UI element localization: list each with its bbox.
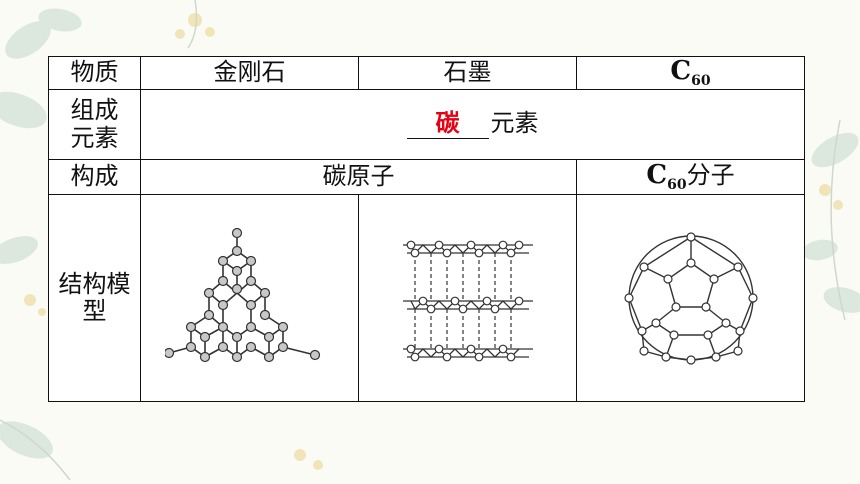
structure-c60-subscript: 60 <box>667 177 687 194</box>
graphite-model-cell <box>358 194 577 403</box>
model-label: 结构模 型 <box>48 194 141 403</box>
structure-row: 构成 碳原子 C60分子 <box>48 159 805 196</box>
graphite-header: 石墨 <box>358 55 577 91</box>
structure-c60-suffix: 分子 <box>686 161 735 190</box>
model-row: 结构模 型 <box>48 194 805 403</box>
c60-structure-model <box>623 232 758 365</box>
header-label: 物质 <box>48 55 141 91</box>
model-label-line1: 结构模 <box>58 269 131 298</box>
c60-model-cell <box>576 194 805 403</box>
composition-answer-blank: 碳 <box>406 110 489 140</box>
diamond-model-cell <box>140 194 359 403</box>
composition-suffix: 元素 <box>490 109 539 138</box>
composition-label-line2: 元素 <box>70 123 119 152</box>
c60-header: C60 <box>576 55 805 91</box>
diamond-header: 金刚石 <box>140 55 359 91</box>
c60-subscript: 60 <box>691 73 711 90</box>
graphite-structure-model <box>402 240 533 362</box>
composition-row: 组成 元素 碳元素 <box>48 89 805 161</box>
composition-label-line1: 组成 <box>70 96 119 125</box>
structure-c60: C60分子 <box>576 159 805 196</box>
c60-symbol: C <box>670 56 692 86</box>
structure-atoms: 碳原子 <box>140 159 577 196</box>
carbon-allotropes-table: 物质 金刚石 石墨 C60 组成 元素 碳元素 构成 碳原子 C60分子 结构模… <box>48 55 805 403</box>
structure-label: 构成 <box>48 159 141 196</box>
composition-label: 组成 元素 <box>48 89 141 161</box>
model-label-line2: 型 <box>82 297 107 326</box>
structure-c60-symbol: C <box>646 160 668 191</box>
diamond-structure-model <box>164 228 320 363</box>
composition-value: 碳元素 <box>140 89 805 161</box>
header-row: 物质 金刚石 石墨 C60 <box>48 55 805 91</box>
